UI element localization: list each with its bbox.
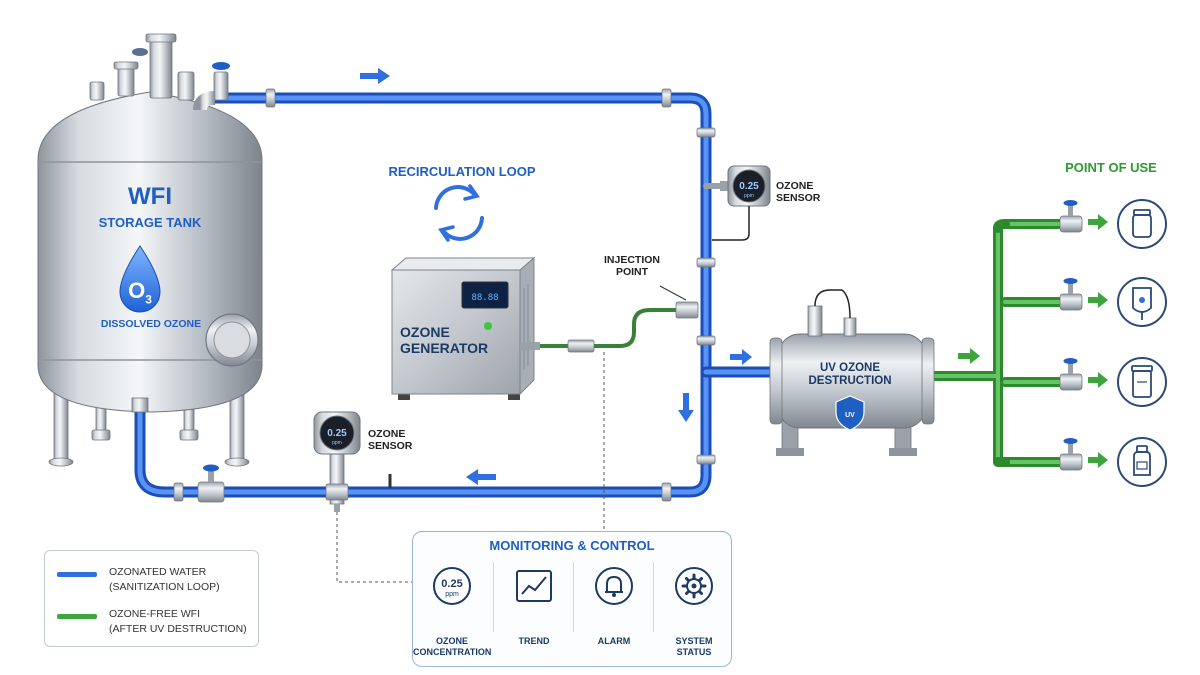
tank-title: WFI [128, 183, 172, 210]
trend-icon [516, 570, 552, 602]
generator-display: 88.88 [471, 293, 498, 303]
flow-arrows-blue [360, 68, 752, 485]
legend-text-line: OZONATED WATER [109, 566, 207, 578]
sensor-top-reading: 0.25 [739, 181, 759, 192]
monitor-divider [573, 562, 574, 632]
dissolved-ozone-label: DISSOLVED OZONE [100, 318, 202, 330]
pipe-clamps [173, 88, 716, 502]
tank-subtitle: STORAGE TANK [98, 215, 202, 230]
legend-text-line: OZONE-FREE WFI [109, 608, 200, 620]
uv-destruction-unit: UV [769, 289, 935, 456]
recirculation-loop-label: RECIRCULATION LOOP [388, 164, 536, 179]
sensor-bottom-unit: ppm [332, 440, 342, 446]
bottle-icon [1117, 437, 1167, 487]
ozone-sensor-bottom: 0.25 ppm [313, 411, 392, 512]
ozonated-loop-pipes [134, 92, 776, 498]
monitoring-title: MONITORING & CONTROL [489, 538, 655, 553]
container-icon [1117, 357, 1167, 407]
injection-point-label: INJECTION POINT [603, 254, 660, 279]
legend-swatch-ozonated [57, 572, 97, 577]
concentration-value: 0.25 [441, 578, 463, 590]
injection-leader [659, 285, 687, 301]
flow-arrows-green [958, 214, 1108, 468]
concentration-unit: ppm [445, 591, 459, 598]
legend: OZONATED WATER (SANITIZATION LOOP) OZONE… [44, 550, 259, 647]
ozone-sensor-top: 0.25 ppm [712, 165, 771, 241]
ozone-free-pipes [925, 219, 1065, 467]
bell-icon [595, 567, 633, 605]
legend-swatch-ozone-free [57, 614, 97, 619]
point-of-use-label: POINT OF USE [1065, 160, 1157, 175]
uv-destruction-label: UV OZONE DESTRUCTION [808, 362, 892, 388]
monitor-item-alarm[interactable]: ALARM [575, 558, 653, 666]
injection-line [540, 301, 699, 353]
outlet-valves [1059, 200, 1083, 471]
uv-shield-icon [835, 395, 865, 431]
ozone-sensor-top-label: OZONE SENSOR [776, 180, 821, 205]
monitor-item-trend[interactable]: TREND [495, 558, 573, 666]
uv-badge-text: UV [845, 412, 855, 419]
gauge-icon [433, 567, 471, 605]
monitor-divider [493, 562, 494, 632]
generator-label: OZONE GENERATOR [400, 324, 489, 357]
iv-bag-icon [1117, 277, 1167, 327]
recirculation-icon [434, 184, 484, 242]
ozone-droplet-icon [119, 245, 161, 313]
ozone-symbol: O3 [128, 278, 152, 307]
ozone-generator: 88.88 [390, 256, 540, 400]
sensor-data-link [336, 512, 412, 583]
tank-return-valve [197, 464, 225, 503]
sensor-top-unit: ppm [744, 193, 754, 199]
monitor-divider [653, 562, 654, 632]
sensor-bottom-reading: 0.25 [327, 428, 347, 439]
wfi-storage-tank [37, 33, 263, 467]
legend-text-line: (AFTER UV DESTRUCTION) [109, 623, 247, 636]
legend-text-line: (SANITIZATION LOOP) [109, 581, 220, 594]
gear-icon [675, 567, 713, 605]
ozone-sensor-bottom-label: OZONE SENSOR [368, 428, 413, 453]
vial-icon [1117, 199, 1167, 249]
